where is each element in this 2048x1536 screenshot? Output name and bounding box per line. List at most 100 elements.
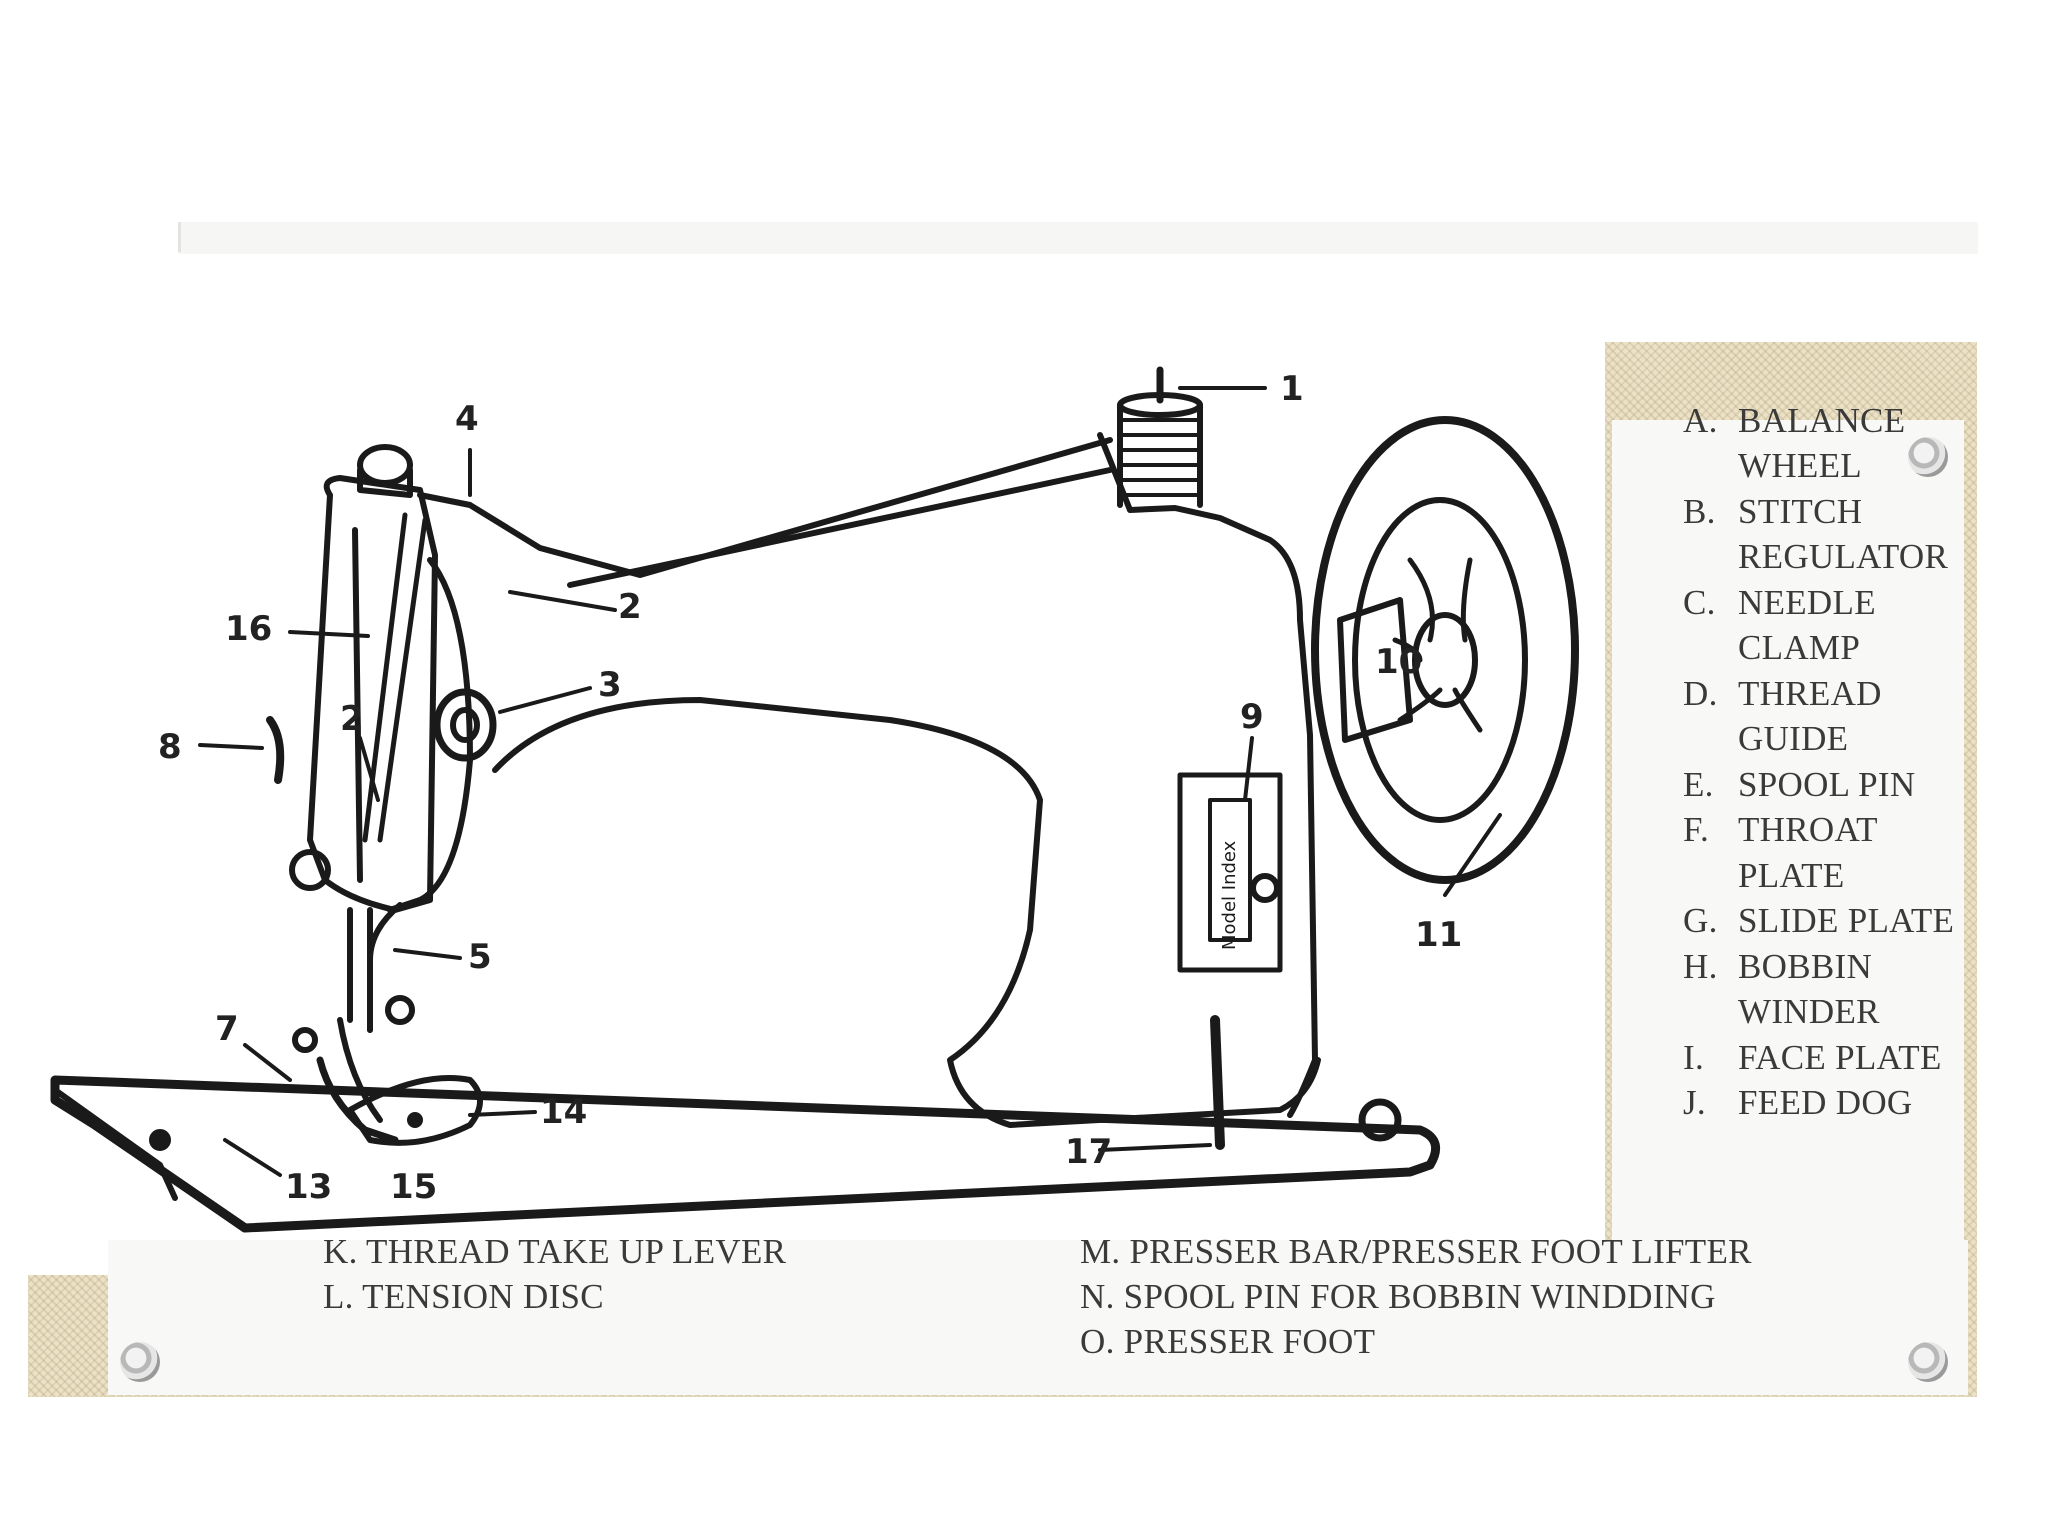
balance-wheel-spokes bbox=[1392, 557, 1483, 733]
tension-disc bbox=[433, 688, 497, 762]
legend-text: PLATE bbox=[1738, 856, 1845, 895]
base-bobbin-wheel bbox=[1358, 1098, 1402, 1142]
callout-8: 8 bbox=[158, 727, 182, 767]
bobbin-spool-pin bbox=[1210, 1015, 1225, 1150]
take-up-lever-slot-2 bbox=[362, 512, 408, 843]
legend-text: SPOOL PIN bbox=[1738, 765, 1916, 804]
leader-13 bbox=[223, 1138, 282, 1177]
balance-wheel-outer bbox=[1311, 416, 1579, 884]
machine-arm-lower bbox=[567, 467, 1113, 588]
callout-2-upper: 2 bbox=[618, 587, 642, 627]
legend-text: BOBBIN bbox=[1738, 947, 1873, 986]
base-dot bbox=[149, 1129, 171, 1151]
top-bar-tick bbox=[178, 222, 181, 252]
machine-base bbox=[50, 1075, 1441, 1233]
callout-13: 13 bbox=[285, 1167, 333, 1207]
legend-panel-bottom bbox=[108, 1240, 1968, 1395]
base-left-edge bbox=[52, 1087, 178, 1201]
machine-plate-text: Model Index bbox=[1219, 840, 1240, 950]
spool-top bbox=[1117, 392, 1203, 418]
presser-screw bbox=[385, 995, 415, 1025]
rivet-icon bbox=[1908, 437, 1948, 477]
legend-text: BALANCE bbox=[1738, 401, 1906, 440]
needle-bar bbox=[347, 907, 373, 1033]
leader-9 bbox=[1243, 736, 1254, 802]
callout-15: 15 bbox=[390, 1167, 438, 1207]
slide-plate bbox=[347, 1075, 483, 1146]
leader-2b bbox=[358, 736, 380, 802]
presser-screw-2 bbox=[292, 1027, 318, 1053]
callout-11: 11 bbox=[1415, 915, 1463, 955]
balance-wheel-inner bbox=[1352, 497, 1528, 823]
base-front-edge bbox=[90, 1120, 250, 1233]
legend-text: WHEEL bbox=[1738, 446, 1862, 485]
legend-letter: A. bbox=[1683, 401, 1718, 440]
legend-bottom-item: M. PRESSER BAR/PRESSER FOOT LIFTER bbox=[1080, 1232, 1752, 1271]
stitch-regulator-plate bbox=[1177, 772, 1283, 973]
legend-text: THREAD bbox=[1738, 674, 1882, 713]
callout-7: 7 bbox=[215, 1009, 239, 1049]
machine-front-lower bbox=[367, 902, 403, 1033]
legend-letter: F. bbox=[1683, 810, 1710, 849]
machine-body-curve bbox=[492, 697, 1321, 1128]
legend-text: CLAMP bbox=[1738, 628, 1861, 667]
spool-thread bbox=[1120, 418, 1200, 497]
leader-16 bbox=[288, 630, 370, 638]
leader-3 bbox=[498, 686, 592, 714]
stitch-regulator-slot bbox=[1208, 798, 1252, 942]
slide-plate-dot bbox=[407, 1112, 423, 1128]
legend-bottom-item: O. PRESSER FOOT bbox=[1080, 1322, 1376, 1361]
take-up-lever-slot bbox=[377, 517, 428, 843]
legend-bottom-item: K. THREAD TAKE UP LEVER bbox=[323, 1232, 787, 1271]
legend-text: WINDER bbox=[1738, 992, 1880, 1031]
callout-10: 10 bbox=[1375, 642, 1423, 682]
callout-1: 1 bbox=[1280, 369, 1304, 409]
callout-5: 5 bbox=[468, 937, 492, 977]
head-top-cap bbox=[357, 467, 413, 498]
bobbin-winder-arm bbox=[1337, 597, 1413, 743]
legend-letter: B. bbox=[1683, 492, 1716, 531]
legend-letter: E. bbox=[1683, 765, 1714, 804]
machine-head bbox=[307, 475, 438, 913]
stitch-regulator-knob bbox=[1250, 873, 1280, 903]
callout-16: 16 bbox=[225, 609, 273, 649]
legend-text: STITCH bbox=[1738, 492, 1863, 531]
callout-3: 3 bbox=[598, 665, 622, 705]
leader-5 bbox=[393, 948, 462, 960]
legend-bottom-item: N. SPOOL PIN FOR BOBBIN WINDDING bbox=[1080, 1277, 1716, 1316]
leader-2a bbox=[508, 590, 617, 612]
rivet-icon bbox=[120, 1342, 160, 1382]
legend-text: FEED DOG bbox=[1738, 1083, 1913, 1122]
head-top-knob bbox=[357, 444, 413, 486]
thread-guide-hook bbox=[266, 716, 285, 784]
legend-text: GUIDE bbox=[1738, 719, 1849, 758]
leader-14 bbox=[468, 1110, 537, 1117]
legend-text: NEEDLE bbox=[1738, 583, 1876, 622]
legend-letter: G. bbox=[1683, 901, 1718, 940]
legend-letter: I. bbox=[1683, 1038, 1705, 1077]
callout-17: 17 bbox=[1065, 1132, 1113, 1172]
legend-text: SLIDE PLATE bbox=[1738, 901, 1955, 940]
legend-letter: C. bbox=[1683, 583, 1716, 622]
presser-foot-2 bbox=[337, 1017, 383, 1123]
callout-14: 14 bbox=[540, 1092, 588, 1132]
legend-letter: H. bbox=[1683, 947, 1718, 986]
legend-text: REGULATOR bbox=[1738, 537, 1949, 576]
tension-disc-inner bbox=[450, 707, 480, 743]
callout-4: 4 bbox=[455, 399, 479, 439]
leader-8 bbox=[198, 743, 264, 750]
leader-17 bbox=[1098, 1143, 1212, 1152]
legend-text: FACE PLATE bbox=[1738, 1038, 1942, 1077]
face-plate-inner bbox=[352, 527, 363, 883]
rivet-icon bbox=[1908, 1342, 1948, 1382]
legend-text: THROAT bbox=[1738, 810, 1878, 849]
balance-wheel-hub bbox=[1412, 612, 1478, 708]
legend-letter: D. bbox=[1683, 674, 1718, 713]
callout-2-lower: 2 bbox=[340, 699, 364, 739]
callout-9: 9 bbox=[1240, 697, 1264, 737]
legend-letter: J. bbox=[1683, 1083, 1706, 1122]
presser-foot bbox=[316, 1056, 399, 1144]
top-decorative-bar bbox=[178, 222, 1978, 254]
